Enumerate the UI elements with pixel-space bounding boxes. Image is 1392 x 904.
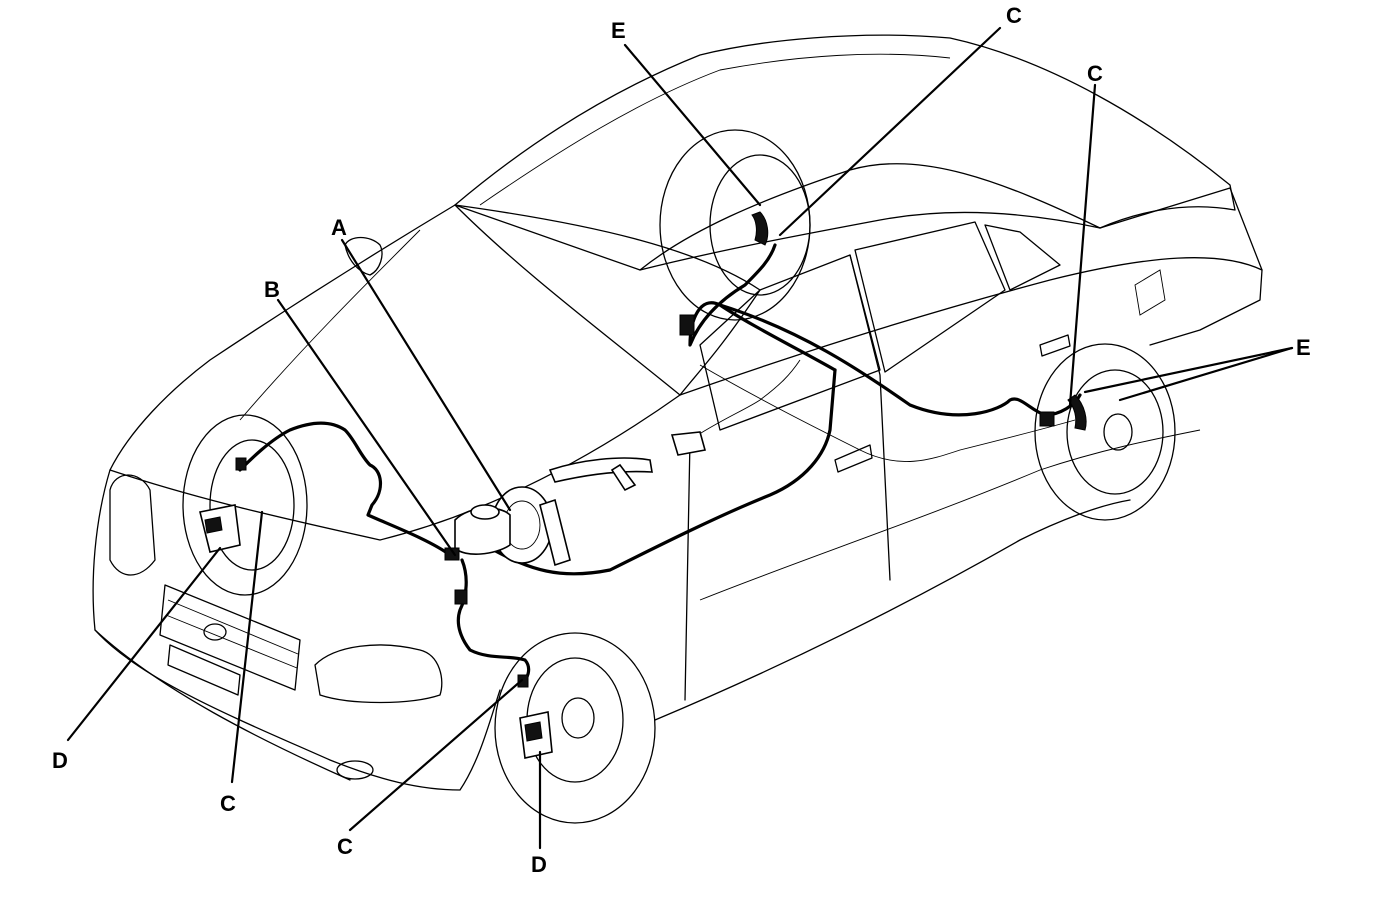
side-mirror xyxy=(344,236,383,276)
leader-lines xyxy=(66,26,1294,850)
rear-door-handle xyxy=(1039,334,1071,357)
side-body-upper xyxy=(639,211,1101,271)
parking-brake-lever xyxy=(548,457,653,492)
front-right-caliper xyxy=(519,711,553,759)
front-left-tire xyxy=(182,414,308,596)
callout-labels: A B C C C C D D E E xyxy=(52,3,1311,877)
front-right-hose-junction xyxy=(517,674,529,688)
front-left-caliper xyxy=(199,504,241,553)
leader-e-right-2 xyxy=(1118,346,1294,402)
left-headlamp xyxy=(109,474,156,576)
leader-c-top xyxy=(778,26,1002,237)
b-pillar xyxy=(849,254,891,581)
rear-door-window xyxy=(854,221,1006,373)
rear-far-rim xyxy=(709,154,811,296)
rear-near-drum-brake xyxy=(1067,394,1087,431)
leader-e-right-1 xyxy=(1083,346,1294,394)
fog-lamp xyxy=(336,760,374,780)
label-e-right: E xyxy=(1296,335,1311,360)
label-a: A xyxy=(331,215,347,240)
grille-bar xyxy=(165,599,299,669)
leader-b xyxy=(276,298,457,557)
door-crease xyxy=(699,429,1201,601)
rear-near-hose-junction xyxy=(1039,411,1055,427)
front-right-hub xyxy=(561,697,595,739)
front-door-edge xyxy=(684,439,691,701)
label-d-bottom: D xyxy=(531,852,547,877)
brake-line-rear-far xyxy=(688,243,837,372)
leader-a xyxy=(340,238,512,512)
brake-components xyxy=(199,211,1087,759)
label-c-top: C xyxy=(1006,3,1022,28)
leader-c-front-left xyxy=(230,510,264,784)
rear-near-drum xyxy=(1066,369,1164,495)
leader-c-right xyxy=(1068,83,1097,407)
parking-brake-cable-near xyxy=(699,364,1076,462)
roof-outline xyxy=(454,34,1236,271)
rear-near-tire xyxy=(1034,343,1176,521)
rear-far-hose-junction xyxy=(679,314,695,336)
parking-brake-cable-far xyxy=(689,359,801,441)
rear-lamp xyxy=(1134,269,1166,316)
right-headlamp xyxy=(314,644,443,704)
front-fascia xyxy=(92,469,501,791)
brake-line-front-left xyxy=(238,421,452,557)
front-right-tire xyxy=(494,632,656,824)
front-left-hose-junction xyxy=(235,457,247,471)
rear-near-hub xyxy=(1103,413,1133,451)
front-left-rim xyxy=(209,439,295,571)
leader-d-left xyxy=(66,546,222,742)
quarter-window xyxy=(984,224,1061,291)
grille xyxy=(159,584,301,691)
front-door-handle xyxy=(834,444,873,473)
rear-far-drum-brake xyxy=(751,211,769,246)
label-c-front-bottom: C xyxy=(337,834,353,859)
side-beltline xyxy=(679,257,1263,396)
hood-crease xyxy=(239,229,421,421)
leader-c-front-bottom xyxy=(348,678,524,832)
proportioning-valve xyxy=(454,589,468,605)
license-plate xyxy=(167,644,241,696)
label-c-right: C xyxy=(1087,61,1103,86)
brake-line-front-right xyxy=(456,558,531,687)
master-cylinder xyxy=(444,504,511,561)
label-d-left: D xyxy=(52,748,68,773)
label-c-front-left: C xyxy=(220,791,236,816)
brake-line-main-rear xyxy=(488,368,837,576)
front-bumper-lower xyxy=(94,629,351,781)
roof-inner-line xyxy=(479,53,951,206)
windshield xyxy=(454,204,761,396)
label-e-top: E xyxy=(611,18,626,43)
brake-lines xyxy=(238,243,1082,687)
label-b: B xyxy=(264,277,280,302)
rear-trunk xyxy=(1099,187,1263,346)
car-body xyxy=(92,34,1263,791)
side-body-sill xyxy=(654,499,1131,721)
cable-equalizer xyxy=(670,431,707,456)
brake-line-rear-near xyxy=(718,303,1082,417)
leader-e-top xyxy=(623,43,762,207)
emblem xyxy=(203,623,227,641)
